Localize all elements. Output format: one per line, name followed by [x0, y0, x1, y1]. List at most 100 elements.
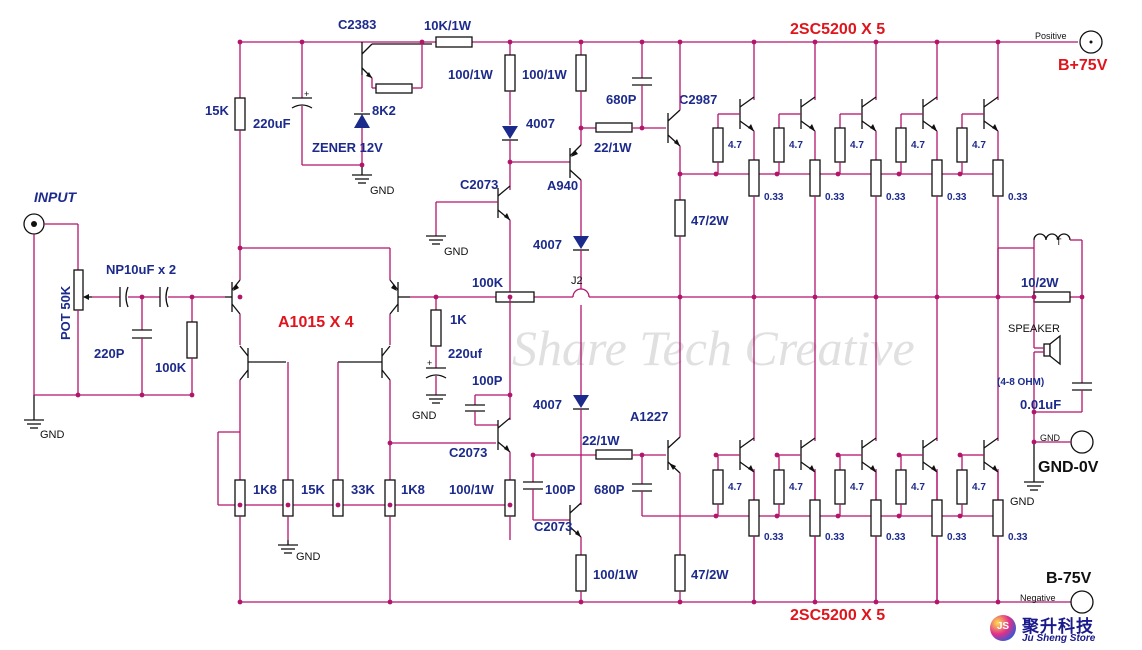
- junction-dot: [774, 513, 780, 519]
- diode-4007-2: 4007: [533, 236, 589, 252]
- r033-label: 0.33: [1008, 192, 1028, 203]
- resistor-100-1w-a: 100/1W: [448, 54, 516, 92]
- r47-label: 4.7: [789, 482, 803, 493]
- junction-dot: [237, 599, 243, 605]
- junction-dot: [507, 294, 513, 300]
- junction-dot: [677, 294, 683, 300]
- positive-terminal: Positive B+75V: [1035, 30, 1108, 74]
- junction-dot: [934, 39, 940, 45]
- cap-220p: 220P: [94, 297, 152, 395]
- np10uf-label: NP10uF x 2: [106, 262, 176, 277]
- junction-dot: [774, 452, 780, 458]
- r033-label: 0.33: [764, 192, 784, 203]
- junction-dot: [507, 39, 513, 45]
- r47-label: 4.7: [728, 140, 742, 151]
- junction-dot: [237, 39, 243, 45]
- resistor-1k8-a: 1K8: [234, 479, 277, 517]
- gnd-label-zener: GND: [370, 185, 395, 197]
- svg-text:+: +: [304, 89, 309, 99]
- positive-supply-label: B+75V: [1058, 57, 1108, 74]
- junction-dot: [957, 452, 963, 458]
- junction-dot: [189, 294, 195, 300]
- c680p-bottom-label: 680P: [594, 482, 625, 497]
- junction-dot: [812, 294, 818, 300]
- junction-dot: [677, 39, 683, 45]
- junction-dot: [433, 294, 439, 300]
- output-stage-bottom-5: 4.70.33: [956, 297, 1028, 602]
- junction-dot: [873, 599, 879, 605]
- junction-dot: [873, 294, 879, 300]
- junction-dot: [835, 513, 841, 519]
- r10k1w-label: 10K/1W: [424, 18, 472, 33]
- gnd-supply-label: GND-0V: [1038, 459, 1099, 476]
- resistor-15k-top: 15K: [205, 97, 246, 131]
- r1k-label: 1K: [450, 312, 467, 327]
- junction-dot: [139, 294, 145, 300]
- brand-badge-text: JS: [996, 621, 1010, 632]
- junction-dot: [189, 392, 195, 398]
- r100k-input-label: 100K: [155, 360, 187, 375]
- speaker: SPEAKER (4-8 OHM): [997, 297, 1061, 442]
- output-stage-bottom-1: 4.70.33: [712, 297, 784, 602]
- r1k8-b-label: 1K8: [401, 482, 425, 497]
- resistor-8k2: 8K2: [372, 83, 413, 118]
- junction-dot: [934, 599, 940, 605]
- junction-dot: [751, 599, 757, 605]
- a940-label: A940: [547, 178, 578, 193]
- r47-2w-bottom-label: 47/2W: [691, 567, 729, 582]
- c2383-label: C2383: [338, 17, 376, 32]
- gnd-label-mirror: GND: [296, 551, 321, 563]
- r033-label: 0.33: [886, 532, 906, 543]
- r15k-top-label: 15K: [205, 103, 229, 118]
- ground-symbol-mirror: GND: [278, 540, 321, 563]
- resistor-100k-feedback: 100K: [472, 275, 535, 303]
- transistor-a1015-2: [389, 279, 410, 315]
- c220p-label: 220P: [94, 346, 125, 361]
- output-stage-top-3: 4.70.33: [834, 42, 906, 297]
- junction-dot: [419, 39, 425, 45]
- junction-dot: [578, 599, 584, 605]
- negative-supply-label: B-75V: [1046, 570, 1092, 587]
- ground-terminal: GND GND-0V GND: [1010, 430, 1099, 508]
- r033-label: 0.33: [825, 532, 845, 543]
- junction-dot: [507, 502, 513, 508]
- c001uf-label: 0.01uF: [1020, 397, 1061, 412]
- negative-small-label: Negative: [1020, 593, 1056, 603]
- gnd-label-output: GND: [1010, 496, 1035, 508]
- gnd-label-feedback: GND: [412, 410, 437, 422]
- resistor-100-1w-c: 100/1W: [449, 479, 516, 517]
- junction-dot: [285, 502, 291, 508]
- junction-dot: [237, 294, 243, 300]
- resistor-1k8-b: 1K8: [384, 479, 425, 517]
- c680p-top-label: 680P: [606, 92, 637, 107]
- cap-100p-mid: 100P: [465, 373, 510, 426]
- diode-4007-1: 4007: [502, 116, 555, 141]
- cap-220uf-mid: + 220uf: [425, 346, 483, 379]
- brand-badge: [990, 615, 1016, 641]
- output-stage-bottom-3: 4.70.33: [834, 297, 906, 602]
- junction-dot: [639, 39, 645, 45]
- r47-label: 4.7: [911, 482, 925, 493]
- junction-dot: [237, 502, 243, 508]
- output-stage-top-2: 4.70.33: [773, 42, 845, 297]
- gnd-label-vas: GND: [444, 246, 469, 258]
- r100-1w-b-label: 100/1W: [522, 67, 568, 82]
- junction-dot: [335, 502, 341, 508]
- c100p-bottom-label: 100P: [545, 482, 576, 497]
- r47-label: 4.7: [728, 482, 742, 493]
- input-label: INPUT: [34, 189, 77, 205]
- output-transistors-top-label: 2SC5200 X 5: [790, 21, 885, 38]
- resistor-100-1w-b: 100/1W: [522, 54, 587, 92]
- brand-name-en: Ju Sheng Store: [1022, 633, 1096, 644]
- output-stage-top-5: 4.70.33: [956, 42, 1028, 297]
- junction-dot: [530, 452, 536, 458]
- r033-label: 0.33: [947, 532, 967, 543]
- r47-label: 4.7: [789, 140, 803, 151]
- junction-dot: [237, 245, 243, 251]
- c2073-mid-label: C2073: [449, 445, 487, 460]
- junction-dot: [387, 440, 393, 446]
- speaker-ohm-label: (4-8 OHM): [997, 377, 1044, 388]
- r47-label: 4.7: [911, 140, 925, 151]
- transistor-c2073-mid: C2073: [449, 417, 511, 460]
- input-cap-2: [159, 286, 169, 308]
